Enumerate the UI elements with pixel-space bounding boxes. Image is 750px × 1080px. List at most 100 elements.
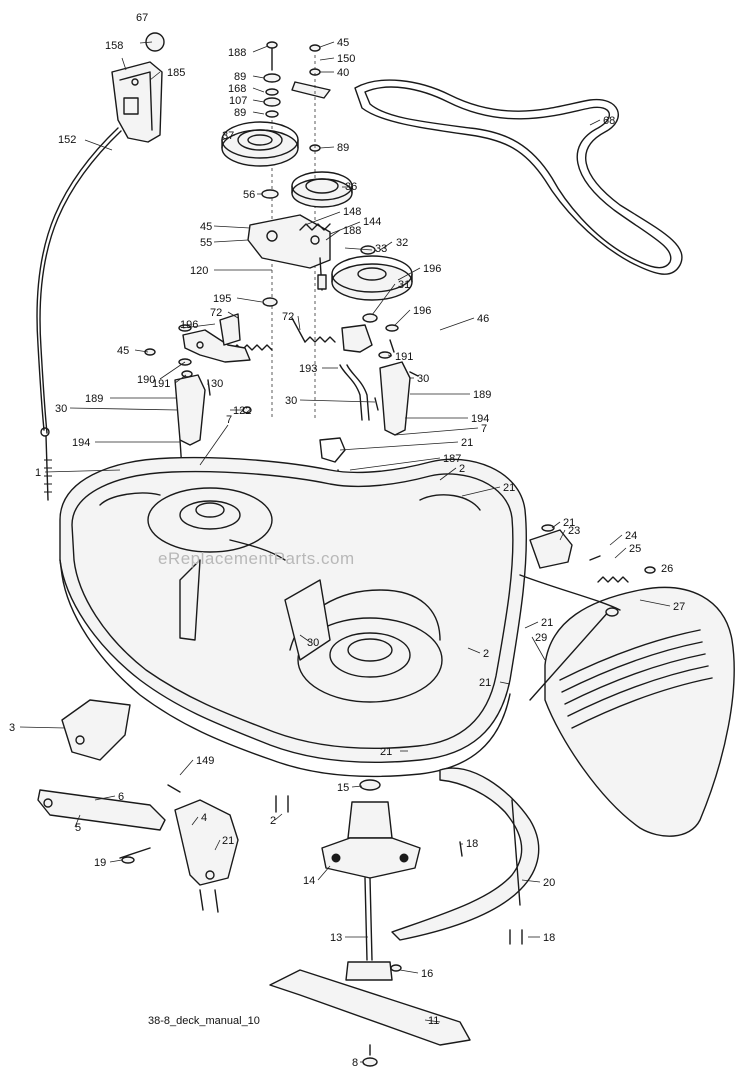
callout-21: 21 bbox=[503, 482, 515, 494]
idler-pulley-36 bbox=[291, 171, 353, 208]
callout-30: 30 bbox=[307, 637, 319, 649]
callout-55: 55 bbox=[200, 237, 212, 249]
callout-46: 46 bbox=[477, 313, 489, 325]
spindle-assembly bbox=[269, 779, 471, 1067]
callout-194: 194 bbox=[471, 413, 489, 425]
cable-152 bbox=[36, 127, 122, 501]
callout-195: 195 bbox=[213, 293, 231, 305]
callout-20: 20 bbox=[543, 877, 555, 889]
spacer-56 bbox=[261, 189, 279, 199]
callout-122: 122 bbox=[233, 405, 251, 417]
idler-pulley-37 bbox=[221, 121, 299, 167]
callout-193: 193 bbox=[299, 363, 317, 375]
callout-188: 188 bbox=[343, 225, 361, 237]
callout-21: 21 bbox=[479, 677, 491, 689]
bracket-left bbox=[144, 313, 252, 473]
callout-40: 40 bbox=[337, 67, 349, 79]
callout-45: 45 bbox=[200, 221, 212, 233]
callout-2: 2 bbox=[483, 648, 489, 660]
callout-45: 45 bbox=[337, 37, 349, 49]
callout-24: 24 bbox=[625, 530, 637, 542]
callout-194: 194 bbox=[72, 437, 90, 449]
callout-196: 196 bbox=[423, 263, 441, 275]
callout-13: 13 bbox=[330, 932, 342, 944]
baffle-20 bbox=[391, 767, 540, 945]
callout-15: 15 bbox=[337, 782, 349, 794]
callout-120: 120 bbox=[190, 265, 208, 277]
callout-148: 148 bbox=[343, 206, 361, 218]
callout-30: 30 bbox=[285, 395, 297, 407]
callout-11: 11 bbox=[428, 1015, 439, 1027]
pulley-hardware bbox=[262, 297, 399, 353]
callout-27: 27 bbox=[673, 601, 685, 613]
lift-bracket bbox=[111, 61, 163, 143]
callout-187: 187 bbox=[443, 453, 461, 465]
callout-33: 33 bbox=[375, 243, 387, 255]
callout-152: 152 bbox=[58, 134, 76, 146]
callout-21: 21 bbox=[222, 835, 234, 847]
callout-16: 16 bbox=[421, 968, 433, 980]
callout-72: 72 bbox=[282, 311, 294, 323]
mower-deck-1 bbox=[59, 456, 527, 778]
callout-89: 89 bbox=[234, 107, 246, 119]
callout-14: 14 bbox=[303, 875, 315, 887]
callout-149: 149 bbox=[196, 755, 214, 767]
callout-196: 196 bbox=[180, 319, 198, 331]
callout-18: 18 bbox=[543, 932, 555, 944]
deck-linkage bbox=[37, 699, 239, 913]
callout-26: 26 bbox=[661, 563, 673, 575]
callout-45: 45 bbox=[117, 345, 129, 357]
leader-lines bbox=[19, 41, 671, 1063]
callout-6: 6 bbox=[118, 791, 124, 803]
callout-188: 188 bbox=[228, 47, 246, 59]
callout-21: 21 bbox=[541, 617, 553, 629]
callout-189: 189 bbox=[85, 393, 103, 405]
callout-7: 7 bbox=[481, 423, 487, 435]
discharge-assembly bbox=[519, 524, 735, 837]
knob-67 bbox=[145, 32, 165, 52]
callout-31: 31 bbox=[398, 279, 410, 291]
callout-196: 196 bbox=[413, 305, 431, 317]
drive-pulley-32 bbox=[331, 245, 413, 301]
springs-72 bbox=[231, 317, 361, 351]
callout-30: 30 bbox=[211, 378, 223, 390]
callout-30: 30 bbox=[417, 373, 429, 385]
callout-191: 191 bbox=[395, 351, 413, 363]
callout-2: 2 bbox=[459, 463, 465, 475]
callout-36: 36 bbox=[345, 181, 357, 193]
callout-37: 37 bbox=[222, 130, 234, 142]
callout-4: 4 bbox=[201, 812, 207, 824]
callout-21: 21 bbox=[563, 517, 575, 529]
callout-67: 67 bbox=[136, 12, 148, 24]
callout-18: 18 bbox=[466, 838, 478, 850]
callout-labels: 67 158 185 152 188 45 150 89 40 168 107 … bbox=[9, 12, 685, 1069]
spindle-hardware-stack bbox=[263, 41, 331, 420]
callout-107: 107 bbox=[229, 95, 247, 107]
callout-191: 191 bbox=[152, 378, 170, 390]
belt-68 bbox=[354, 79, 683, 275]
callout-21: 21 bbox=[380, 746, 392, 758]
callout-1: 1 bbox=[35, 467, 41, 479]
callout-30: 30 bbox=[55, 403, 67, 415]
callout-72: 72 bbox=[210, 307, 222, 319]
callout-5: 5 bbox=[75, 822, 81, 834]
parts-artwork bbox=[36, 32, 735, 1067]
callout-89: 89 bbox=[337, 142, 349, 154]
callout-185: 185 bbox=[167, 67, 185, 79]
callout-168: 168 bbox=[228, 83, 246, 95]
callout-19: 19 bbox=[94, 857, 106, 869]
callout-56: 56 bbox=[243, 189, 255, 201]
callout-8: 8 bbox=[352, 1057, 358, 1069]
callout-189: 189 bbox=[473, 389, 491, 401]
callout-68: 68 bbox=[603, 115, 615, 127]
callout-21: 21 bbox=[461, 437, 473, 449]
callout-7: 7 bbox=[226, 414, 232, 426]
idler-arm bbox=[247, 214, 331, 291]
callout-32: 32 bbox=[396, 237, 408, 249]
callout-144: 144 bbox=[363, 216, 381, 228]
callout-23: 23 bbox=[568, 525, 580, 537]
callout-29: 29 bbox=[535, 632, 547, 644]
diagram-caption: 38-8_deck_manual_10 bbox=[148, 1015, 260, 1027]
callout-3: 3 bbox=[9, 722, 15, 734]
